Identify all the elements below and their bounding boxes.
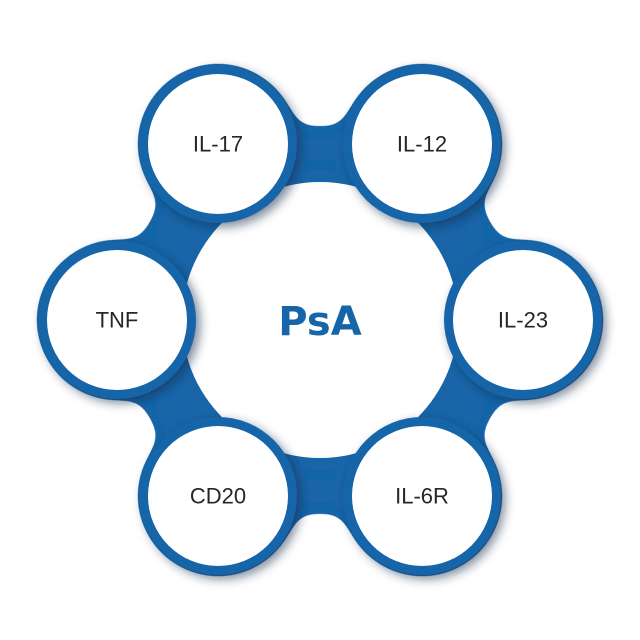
node-circle (453, 250, 593, 390)
center-blob (182, 182, 458, 458)
node-circle (352, 74, 492, 214)
node-label: IL-23 (498, 308, 548, 333)
node-il-6r: IL-6R (343, 417, 501, 575)
node-circle (47, 250, 187, 390)
node-cd20: CD20 (139, 417, 297, 575)
node-label: TNF (96, 308, 139, 333)
node-circle (352, 426, 492, 566)
node-il-23: IL-23 (444, 241, 602, 399)
node-label: IL-17 (193, 132, 243, 157)
node-il-17: IL-17 (139, 65, 297, 223)
node-circle (148, 426, 288, 566)
node-label: CD20 (190, 484, 246, 509)
node-tnf: TNF (38, 241, 196, 399)
node-label: IL-6R (395, 484, 449, 509)
center-label: PsA (278, 299, 361, 345)
node-label: IL-12 (397, 132, 447, 157)
node-il-12: IL-12 (343, 65, 501, 223)
node-circle (148, 74, 288, 214)
